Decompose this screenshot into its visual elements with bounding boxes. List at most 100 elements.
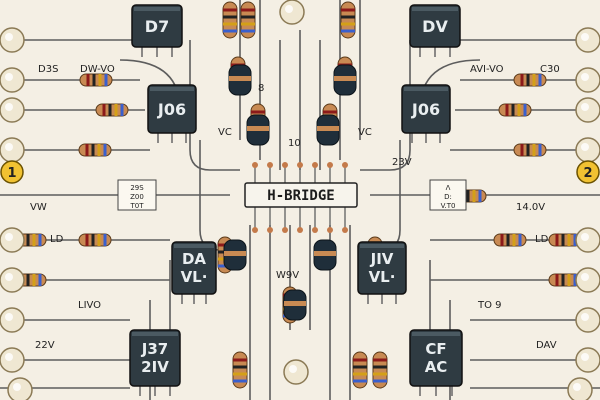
bulb (575, 267, 600, 293)
capacitor (223, 239, 247, 271)
small-box-right-line-3: V.T0 (441, 202, 456, 210)
bulb (0, 347, 25, 373)
label-ld-left: LD (50, 234, 64, 245)
badge-2-text: 2 (583, 166, 592, 181)
bulb (575, 347, 600, 373)
bulb (0, 97, 25, 123)
resistor (493, 233, 527, 247)
small-box-left: 29S Z00 T0T (117, 179, 157, 211)
label-vc-right: VC (358, 127, 372, 138)
resistor (79, 73, 113, 87)
label-vw: VW (30, 202, 47, 213)
bulb (575, 27, 600, 53)
badge-1-text: 1 (7, 166, 16, 181)
bulb (575, 97, 600, 123)
chip-low-left-label-2: VL· (181, 268, 208, 286)
resistor (232, 351, 248, 389)
capacitor (313, 239, 337, 271)
resistor (95, 103, 129, 117)
resistor (513, 143, 547, 157)
resistor (498, 103, 532, 117)
label-ld-right: LD (535, 234, 549, 245)
label-10: 10 (288, 138, 301, 149)
label-14v: 14.0V (516, 202, 545, 213)
small-box-left-line-3: T0T (129, 202, 144, 210)
resistor (78, 143, 112, 157)
bulb (575, 227, 600, 253)
small-box-left-line-1: 29S (130, 184, 144, 192)
chip-mid-left-label-1: J06 (157, 100, 186, 119)
chip-low-left-label-1: DA (182, 250, 206, 268)
chip-top-left-label-1: D7 (145, 17, 169, 36)
bulb (575, 67, 600, 93)
resistor (548, 273, 582, 287)
side-labels: D3S DW-VO AVI-VO C30 VW 14.0V LD LD LIVO… (30, 64, 560, 351)
chip-top-right: DV (409, 4, 461, 57)
capacitor (333, 64, 357, 96)
label-to9: TO 9 (477, 300, 502, 311)
label-23v: 23V (392, 157, 412, 168)
bulb (0, 137, 25, 163)
resistor (548, 233, 582, 247)
bulb (575, 137, 600, 163)
bulb (7, 377, 33, 400)
bulb (283, 359, 309, 385)
small-box-left-line-2: Z00 (130, 193, 144, 201)
center-chip: H-BRIDGE (244, 162, 358, 233)
resistor (78, 233, 112, 247)
bulb (0, 27, 25, 53)
bulb (279, 0, 305, 25)
resistor (352, 351, 368, 389)
chip-low-right-label-2: VL· (369, 268, 396, 286)
chip-top-left: D7 (131, 4, 183, 57)
small-box-right: Λ D: V.T0 (429, 179, 467, 211)
label-dw-vo: DW-VO (80, 64, 115, 75)
bulb (0, 267, 25, 293)
chip-mid-right: J06 (401, 84, 451, 143)
label-avi-vo: AVI-VO (470, 64, 504, 75)
label-vc-left: VC (218, 127, 232, 138)
resistor (372, 351, 388, 389)
label-w9v: W9V (276, 270, 299, 281)
label-livo: LIVO (78, 300, 101, 311)
chip-mid-left: J06 (147, 84, 197, 143)
badge-1: 1 (0, 160, 24, 184)
chip-top-right-label-1: DV (422, 17, 448, 36)
resistor (513, 73, 547, 87)
small-box-right-line-2: D: (444, 193, 452, 201)
bulb (567, 377, 593, 400)
chip-bottom-left-label-1: J37 (141, 340, 168, 358)
label-d3s: D3S (38, 64, 58, 75)
bulb (575, 307, 600, 333)
capacitor (246, 114, 270, 146)
resistor (240, 1, 256, 39)
capacitor (283, 289, 307, 321)
bulb (0, 227, 25, 253)
bulb (0, 307, 25, 333)
chip-mid-right-label-1: J06 (411, 100, 440, 119)
chip-bottom-right-label-2: AC (425, 358, 448, 376)
chip-bottom-left-label-2: 2IV (141, 358, 169, 376)
resistor (222, 1, 238, 39)
resistor (340, 1, 356, 39)
bulb (0, 67, 25, 93)
capacitor (316, 114, 340, 146)
chip-low-right-label-1: JIV (370, 250, 394, 268)
chip-bottom-right-label-1: CF (425, 340, 446, 358)
label-c30: C30 (540, 64, 560, 75)
label-dav: DAV (536, 340, 557, 351)
label-22v: 22V (35, 340, 55, 351)
label-8: 8 (258, 83, 264, 94)
capacitor (228, 64, 252, 96)
center-chip-label: H-BRIDGE (267, 188, 334, 204)
badge-2: 2 (576, 160, 600, 184)
small-box-right-line-1: Λ (446, 184, 451, 192)
